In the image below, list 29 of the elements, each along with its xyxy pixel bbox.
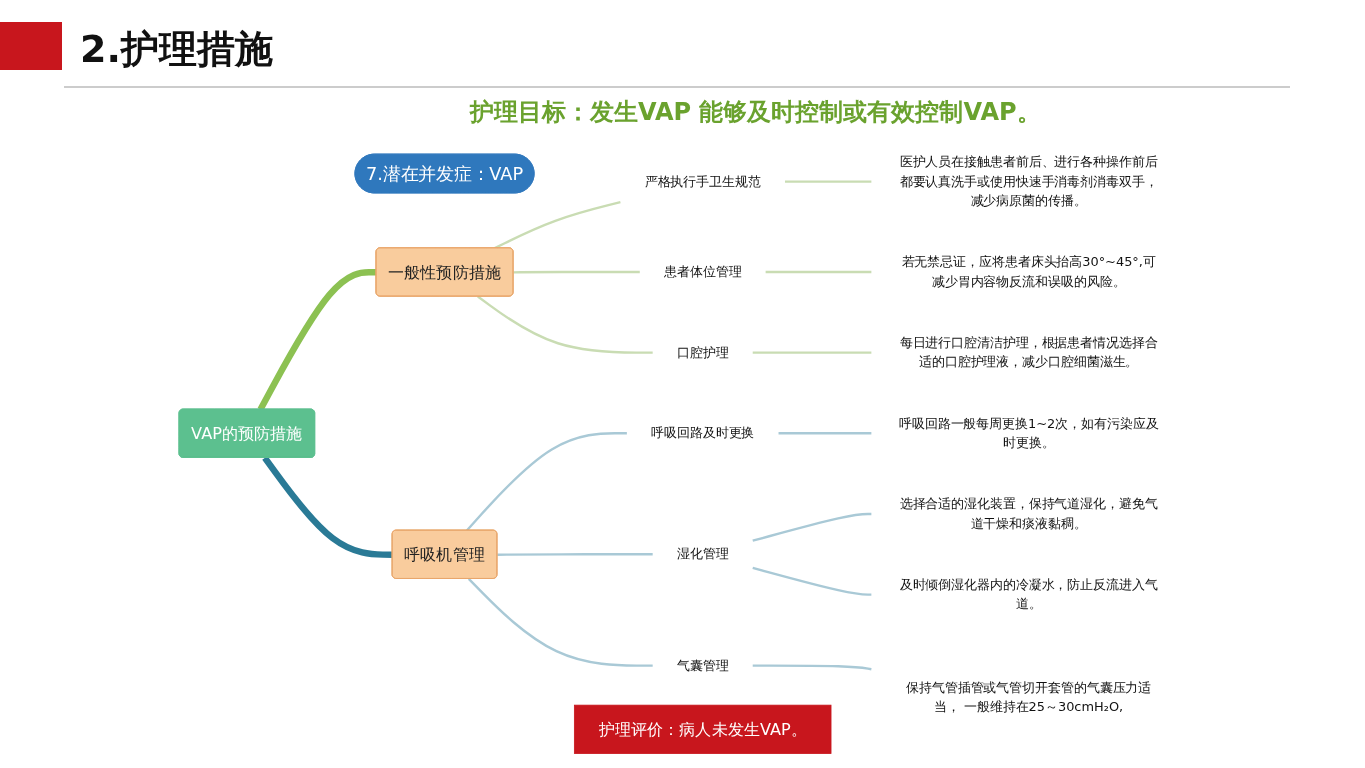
node-text: 湿化管理	[676, 546, 729, 562]
connector	[497, 553, 653, 556]
node-text: 呼吸回路一般每周更换1~2次，如有污染应及时更换。	[898, 415, 1159, 451]
connector	[513, 270, 640, 274]
title: 2.护理措施	[80, 26, 273, 73]
node-text: 医护人员在接触患者前后、进行各种操作前后都要认真洗手或使用快速手消毒剂消毒双手，减少病原菌的传播。	[899, 154, 1158, 209]
node-box: 护理评价：病人未发生VAP。	[573, 704, 832, 754]
connector	[752, 512, 872, 542]
connector	[465, 432, 627, 532]
connector	[262, 456, 393, 558]
node-text: 口腔护理	[676, 344, 729, 360]
connector	[752, 566, 872, 596]
node-text: 若无禁忌证，应将患者床头抬高30°~45°,可减少胃内容物反流和误吸的风险。	[901, 254, 1156, 289]
connector	[785, 180, 872, 183]
goal-text: 护理目标：发生VAP 能够及时控制或有效控制VAP。	[470, 97, 1041, 128]
node-text: 保持气管插管或气管切开套管的气囊压力适当， 一般维持在25～30cmH₂O,	[906, 679, 1152, 715]
node-text: 选择合适的湿化装置，保持气道湿化，避免气道干燥和痰液黏稠。	[899, 496, 1158, 531]
node-text: 每日进行口腔清洁护理，根据患者情况选择合适的口腔护理液，减少口腔细菌滋生。	[899, 334, 1158, 370]
connector	[765, 270, 872, 274]
connector	[477, 295, 653, 354]
node-text: 及时倾倒湿化器内的冷凝水，防止反流进入气道。	[899, 576, 1158, 612]
node-text: 患者体位管理	[663, 263, 742, 280]
node-text: 严格执行手卫生规范	[644, 173, 761, 189]
node-text: 气囊管理	[676, 657, 729, 673]
connector	[752, 351, 872, 354]
node-text: 呼吸回路及时更换	[651, 425, 755, 441]
connector	[467, 578, 653, 667]
connector	[752, 664, 872, 671]
connector	[778, 432, 872, 435]
